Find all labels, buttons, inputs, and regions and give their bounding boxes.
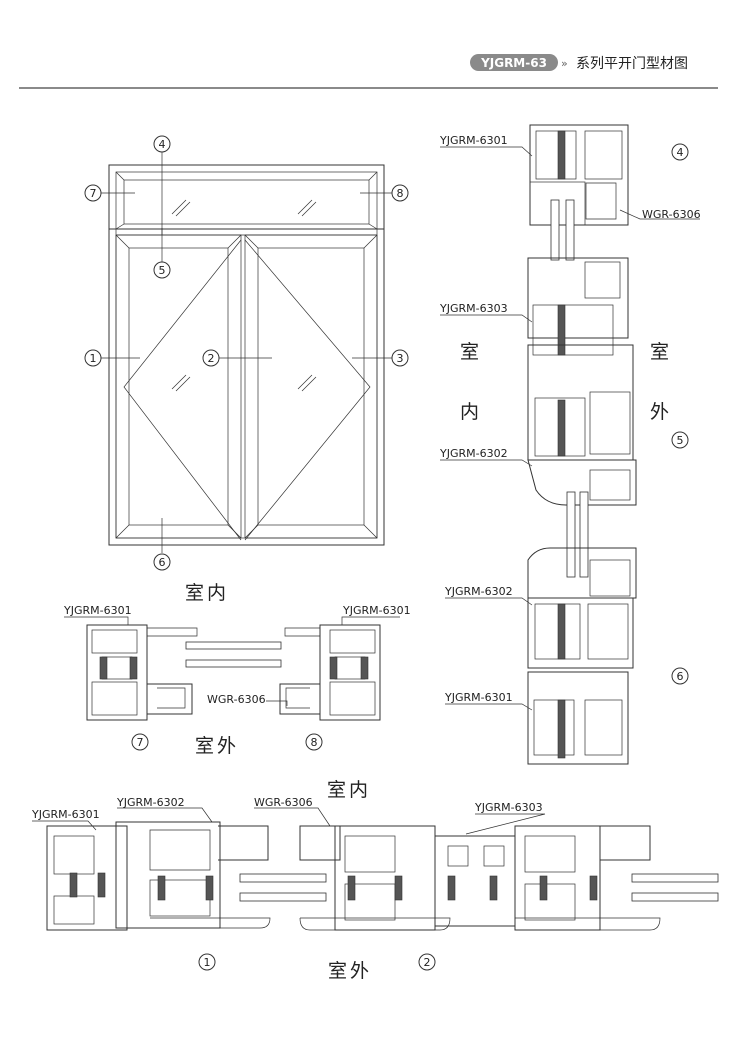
label-6302-h: YJGRM-6302: [116, 796, 185, 809]
outdoor-vertical-2: 外: [650, 401, 672, 423]
marker-4b: [671, 143, 689, 161]
label-6301-left: YJGRM-6301: [63, 604, 132, 617]
header-badge: [470, 54, 558, 71]
marker-5b-label: 5: [677, 434, 684, 447]
marker-6: [153, 553, 171, 571]
marker-5: [153, 261, 171, 279]
marker-1: [84, 349, 102, 367]
outdoor-vertical-1: 室: [650, 341, 672, 363]
header: YJGRM-63 » 系列平开门型材图: [19, 54, 718, 89]
indoor-vertical-2: 内: [460, 401, 482, 423]
label-6301-v-top: YJGRM-6301: [439, 134, 508, 147]
indoor-label-elevation: 室内: [185, 582, 229, 604]
marker-1b: [198, 953, 216, 971]
label-6306-h: WGR-6306: [254, 796, 313, 809]
label-6303-h: YJGRM-6303: [474, 801, 543, 814]
marker-4-label: 4: [159, 138, 166, 151]
marker-4: [153, 135, 171, 153]
label-6303-v: YJGRM-6303: [439, 302, 508, 315]
label-6306-mid: WGR-6306: [207, 693, 266, 706]
marker-1b-label: 1: [204, 956, 211, 969]
marker-7-label: 7: [90, 187, 97, 200]
label-6301-h: YJGRM-6301: [31, 808, 100, 821]
marker-6-label: 6: [159, 556, 166, 569]
callout-markers: 4 7 8 5 1 2 3 6: [84, 135, 409, 571]
marker-5-label: 5: [159, 264, 166, 277]
marker-6b: [671, 667, 689, 685]
marker-2b-label: 2: [424, 956, 431, 969]
marker-8b: [305, 733, 323, 751]
marker-8-label: 8: [397, 187, 404, 200]
label-6302-v-lower: YJGRM-6302: [444, 585, 513, 598]
outdoor-label-section-7-8: 室外: [195, 735, 239, 757]
horizontal-section: [32, 807, 719, 931]
marker-8: [391, 184, 409, 202]
marker-5b: [671, 431, 689, 449]
marker-4b-label: 4: [677, 146, 684, 159]
header-badge-text: YJGRM-63: [480, 56, 547, 70]
marker-8b-label: 8: [311, 736, 318, 749]
indoor-vertical-1: 室: [460, 341, 482, 363]
marker-2: [202, 349, 220, 367]
door-elevation: [101, 152, 392, 553]
marker-1-label: 1: [90, 352, 97, 365]
header-title: 系列平开门型材图: [576, 56, 688, 72]
marker-6b-label: 6: [677, 670, 684, 683]
marker-3: [391, 349, 409, 367]
marker-7b: [131, 733, 149, 751]
section-7-8: [64, 616, 400, 721]
marker-7: [84, 184, 102, 202]
label-6306-v: WGR-6306: [642, 208, 701, 221]
label-6301-right: YJGRM-6301: [342, 604, 411, 617]
marker-2-label: 2: [208, 352, 215, 365]
label-6301-v-bottom: YJGRM-6301: [444, 691, 513, 704]
marker-7b-label: 7: [137, 736, 144, 749]
outdoor-label-horizontal: 室外: [328, 960, 372, 982]
chevron-icon: »: [561, 57, 568, 70]
indoor-label-horizontal: 室内: [327, 779, 371, 801]
label-6302-v-upper: YJGRM-6302: [439, 447, 508, 460]
marker-3-label: 3: [397, 352, 404, 365]
marker-2b: [418, 953, 436, 971]
vertical-section: [440, 124, 700, 765]
